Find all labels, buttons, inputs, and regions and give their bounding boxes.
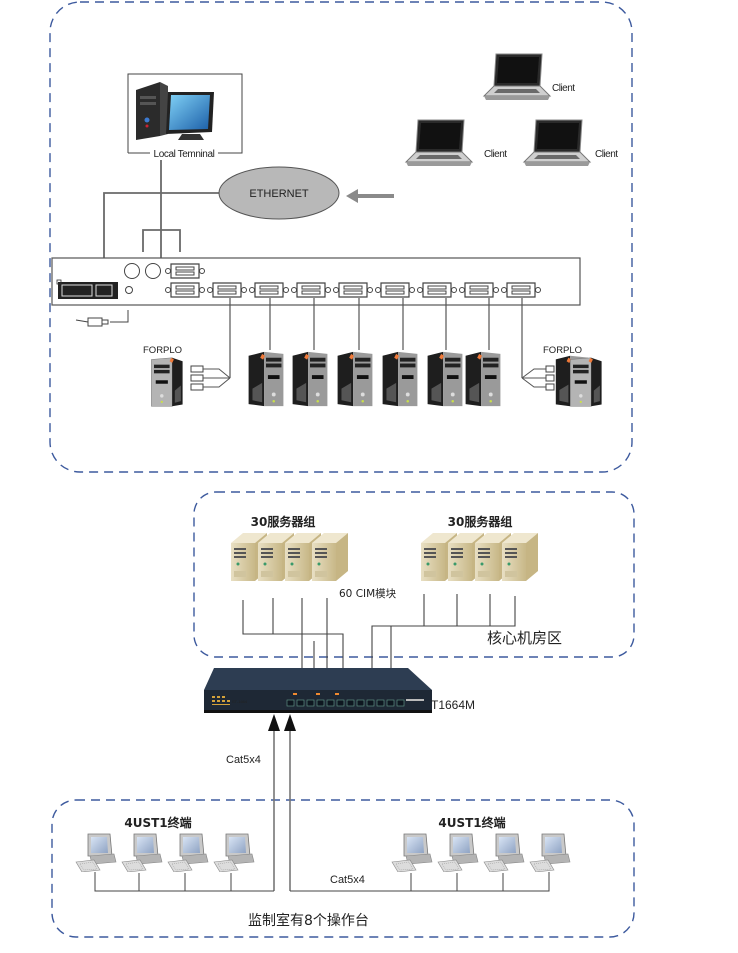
- top-zone-border: [49, 1, 633, 473]
- ethernet-port-icon: [326, 699, 335, 707]
- ethernet-port-icon: [356, 699, 365, 707]
- forplo-left-label: FORPLO: [143, 345, 182, 356]
- kvm-port-icon: [207, 282, 247, 298]
- ethernet-port-icon: [346, 699, 355, 707]
- terminal-group-label-2: 4UST1终端: [438, 815, 505, 830]
- laptop-icon: [405, 119, 473, 167]
- client-laptop-2: Client: [405, 119, 508, 167]
- switch-model-label: T1664M: [431, 698, 475, 712]
- laptop-icon: [523, 119, 591, 167]
- ethernet-port-icon: [336, 699, 345, 707]
- tower-server-icon: [337, 351, 373, 407]
- operator-terminal-icon: [437, 833, 479, 872]
- operator-terminals: [75, 833, 571, 872]
- kvm-port-icon: [501, 282, 541, 298]
- kvm-to-tower-lines: [229, 298, 523, 378]
- kvm-port-icon: [333, 282, 373, 298]
- kvm-port-icon: [375, 282, 415, 298]
- operator-terminal-icon: [75, 833, 117, 872]
- kvm-switch: [51, 257, 581, 306]
- operator-terminal-icon: [213, 833, 255, 872]
- forplo-right-label: FORPLO: [543, 345, 582, 356]
- terminal-group-label-1: 4UST1终端: [124, 815, 191, 830]
- ethernet-label: ETHERNET: [249, 188, 309, 200]
- bottom-zone-border: [51, 799, 635, 938]
- client-label: Client: [484, 149, 507, 160]
- server-group-label-1: 30服务器组: [251, 514, 316, 529]
- network-switch: ST-1664: [204, 668, 432, 713]
- operator-terminal-icon: [121, 833, 163, 872]
- cable-label-right: Cat5x4: [330, 874, 365, 886]
- client-laptop-1: Client: [483, 53, 576, 101]
- client-label: Client: [595, 149, 618, 160]
- beige-server-icon: [312, 533, 348, 581]
- tower-server-icon: [465, 351, 501, 407]
- kvm-port-icon: [249, 282, 289, 298]
- uplink-cables: [273, 724, 291, 891]
- ethernet-port-icon: [366, 699, 375, 707]
- operator-terminal-icon: [529, 833, 571, 872]
- laptop-icon: [483, 53, 551, 101]
- ethernet-port-icon: [396, 699, 405, 707]
- core-zone-title: 核心机房区: [487, 629, 562, 647]
- tower-server-icon: [382, 351, 418, 407]
- server-groups: [231, 533, 538, 581]
- ethernet-port-icon: [376, 699, 385, 707]
- forplo-right: FORPLO: [521, 345, 603, 407]
- local-terminal-label: Local Temninal: [154, 149, 215, 160]
- client-laptop-3: Client: [523, 119, 619, 167]
- kvm-port-icon: [165, 282, 205, 298]
- operator-terminal-icon: [167, 833, 209, 872]
- terminal-bus-lines: [94, 872, 550, 892]
- kvm-port-icon: [165, 263, 205, 279]
- cable-label-left: Cat5x4: [226, 754, 261, 766]
- ethernet-port-icon: [286, 699, 295, 707]
- uplink-arrow-icon: [268, 714, 280, 731]
- kvm-port-icon: [291, 282, 331, 298]
- kvm-port-icon: [417, 282, 457, 298]
- client-label: Client: [552, 83, 575, 94]
- ethernet-port-icon: [316, 699, 325, 707]
- incoming-arrow-icon: [346, 189, 394, 203]
- ethernet-port-icon: [306, 699, 315, 707]
- core-zone-border: [193, 491, 635, 658]
- kvm-port-icon: [459, 282, 499, 298]
- local-terminal: Local Temninal: [127, 73, 243, 160]
- server-group-label-2: 30服务器组: [448, 514, 513, 529]
- svg-text:ST-1664: ST-1664: [232, 699, 248, 704]
- ethernet-cloud: ETHERNET: [218, 166, 340, 220]
- bottom-zone-title: 监制室有8个操作台: [248, 912, 369, 929]
- tower-server-icon: [427, 351, 463, 407]
- ethernet-port-icon: [386, 699, 395, 707]
- operator-terminal-icon: [391, 833, 433, 872]
- tower-servers: [248, 351, 501, 407]
- tower-server-icon: [569, 357, 603, 407]
- ethernet-port-icon: [296, 699, 305, 707]
- beige-server-icon: [502, 533, 538, 581]
- tower-server-icon: [292, 351, 328, 407]
- power-cable-icon: [75, 310, 129, 327]
- cim-module-label: 60 CIM模块: [339, 588, 397, 600]
- forplo-left: FORPLO: [143, 345, 231, 407]
- uplink-arrow-icon: [284, 714, 296, 731]
- tower-server-icon: [248, 351, 284, 407]
- desktop-computer-icon: [136, 82, 214, 140]
- tower-server-icon: [150, 357, 184, 407]
- operator-terminal-icon: [483, 833, 525, 872]
